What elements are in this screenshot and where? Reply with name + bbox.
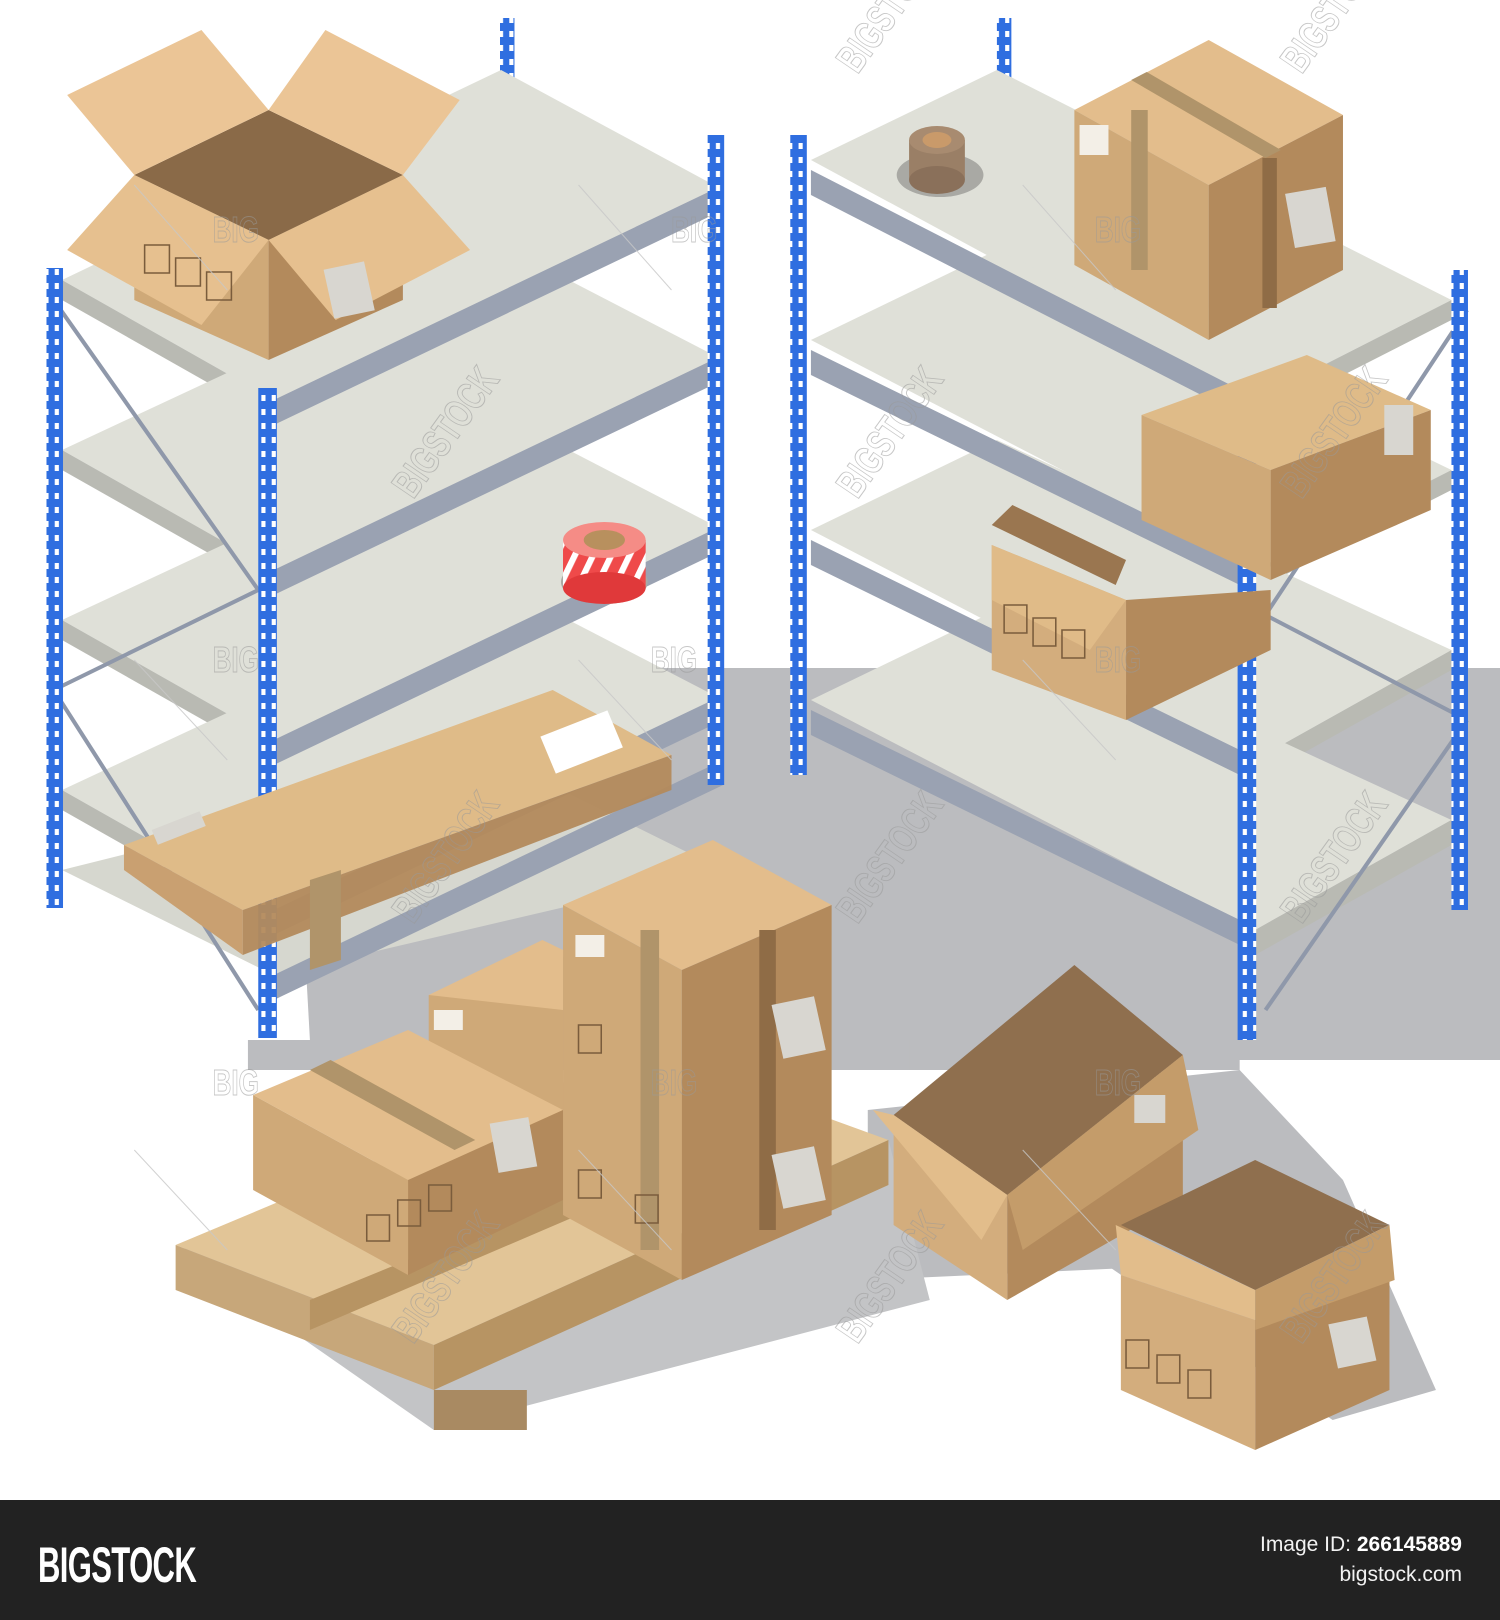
footer-bar: BIGSTOCK Image ID: 266145889 bigstock.co… xyxy=(0,1500,1500,1620)
right-rack-pole-right xyxy=(1451,270,1468,910)
red-striped-tape-roll xyxy=(560,522,648,604)
svg-text:BIGSTOCK: BIGSTOCK xyxy=(1272,0,1397,80)
flat-box-lower-left-shelf xyxy=(123,690,672,970)
svg-text:BIG: BIG xyxy=(1095,1063,1141,1103)
left-rack-pole-right xyxy=(707,135,725,785)
wooden-pallet-with-boxes xyxy=(175,840,889,1430)
image-meta: Image ID: 266145889 bigstock.com xyxy=(1260,1530,1462,1590)
image-id-value: 266145889 xyxy=(1356,1533,1462,1556)
brown-tape-roll xyxy=(896,126,984,197)
open-box-floor-right xyxy=(1115,1160,1395,1450)
image-id-line: Image ID: 266145889 xyxy=(1260,1530,1462,1560)
svg-text:BIG: BIG xyxy=(651,640,697,680)
right-rack-pole-left xyxy=(790,135,807,775)
open-box-top-left xyxy=(67,30,471,360)
sealed-box-top-right xyxy=(1074,40,1343,340)
site-link[interactable]: bigstock.com xyxy=(1339,1563,1462,1586)
svg-text:BIG: BIG xyxy=(213,210,259,250)
svg-text:BIG: BIG xyxy=(1095,640,1141,680)
bigstock-logo[interactable]: BIGSTOCK xyxy=(38,1537,197,1593)
image-id-label: Image ID: xyxy=(1259,1533,1352,1556)
left-rack-pole-back-left xyxy=(46,268,64,908)
svg-text:BIG: BIG xyxy=(671,210,717,250)
svg-text:BIG: BIG xyxy=(213,640,259,680)
watermark-overlay xyxy=(133,184,1117,1251)
right-rack-beams xyxy=(810,170,1250,950)
warehouse-illustration: BIG BIG BIG BIG BIG BIG BIG BIG BIG BIGS… xyxy=(46,0,1500,1450)
svg-text:BIG: BIG xyxy=(651,1063,697,1103)
boxes-on-right-shelf xyxy=(991,355,1431,720)
svg-text:BIGSTOCK: BIGSTOCK xyxy=(828,0,953,80)
illustration: BIG BIG BIG BIG BIG BIG BIG BIG BIG BIGS… xyxy=(46,0,1500,1450)
svg-text:BIG: BIG xyxy=(1095,210,1141,250)
open-box-floor-middle xyxy=(872,965,1199,1300)
svg-text:BIG: BIG xyxy=(213,1063,259,1103)
